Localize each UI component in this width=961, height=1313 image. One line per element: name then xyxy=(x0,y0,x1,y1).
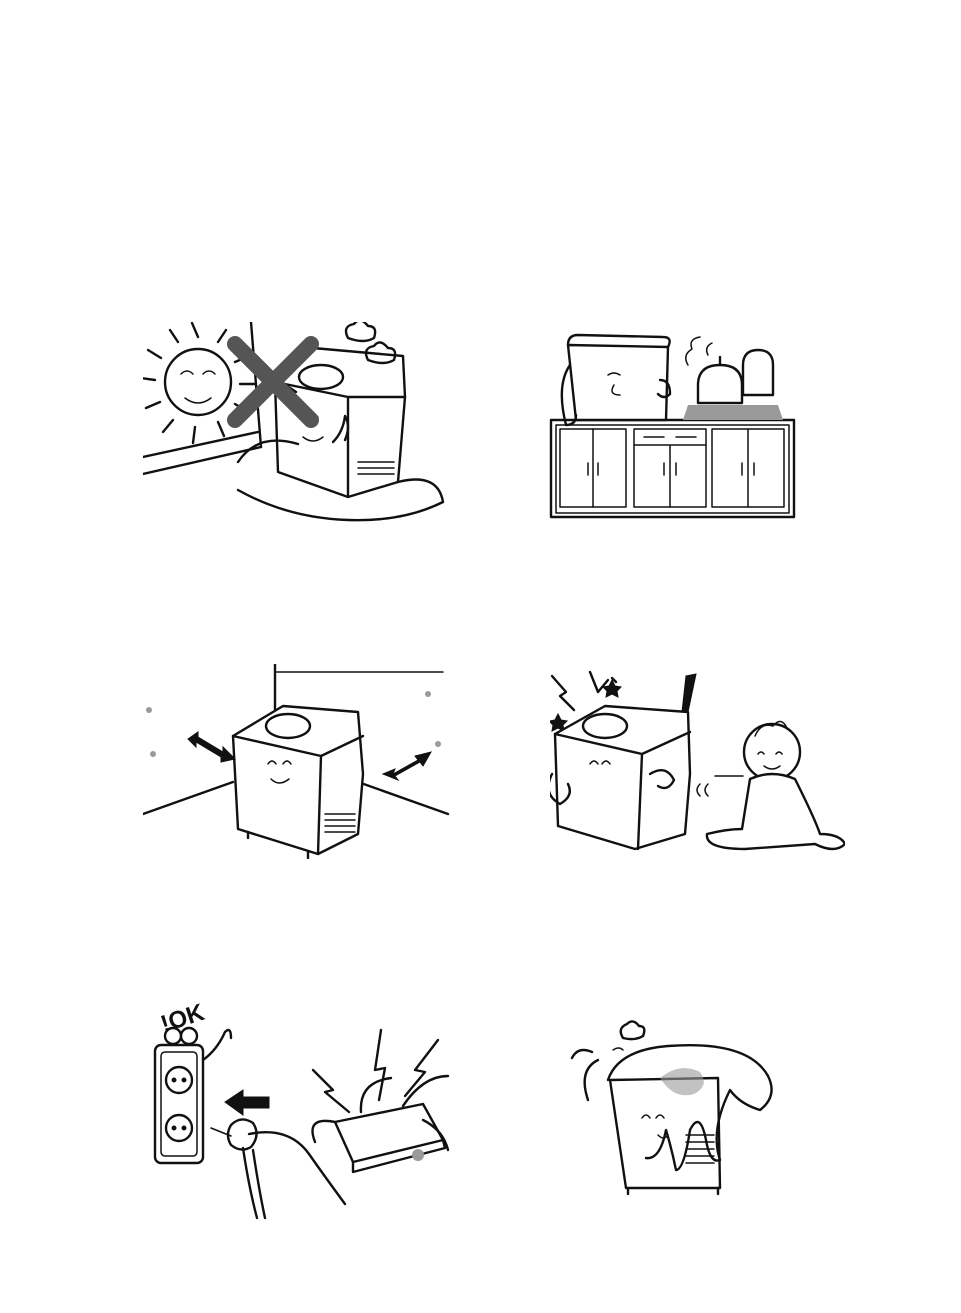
kettle-icon xyxy=(698,350,773,403)
illustration-stove-warning xyxy=(548,325,798,520)
arrow-icon xyxy=(225,1090,269,1115)
stove-burner-icon xyxy=(683,405,783,420)
plug-hand-icon xyxy=(211,1119,345,1218)
illustration-cover-warning xyxy=(568,1020,798,1200)
counter-cabinet-icon xyxy=(551,420,794,517)
illustration-clearance xyxy=(143,664,453,859)
window-sill-icon xyxy=(143,432,261,474)
baby-icon xyxy=(697,721,845,849)
steam-icon xyxy=(686,337,712,365)
illustration-outlet-warning: !OK xyxy=(153,1000,453,1222)
bread-maker-icon xyxy=(550,706,690,849)
steam-icon xyxy=(613,1021,644,1050)
illustration-child-safety xyxy=(550,664,845,859)
illustration-sunlight-warning xyxy=(143,322,453,522)
bread-maker-icon xyxy=(562,335,670,425)
outlet-icon xyxy=(155,1028,231,1163)
bread-maker-icon xyxy=(233,706,363,858)
lightning-icon xyxy=(313,1030,438,1112)
